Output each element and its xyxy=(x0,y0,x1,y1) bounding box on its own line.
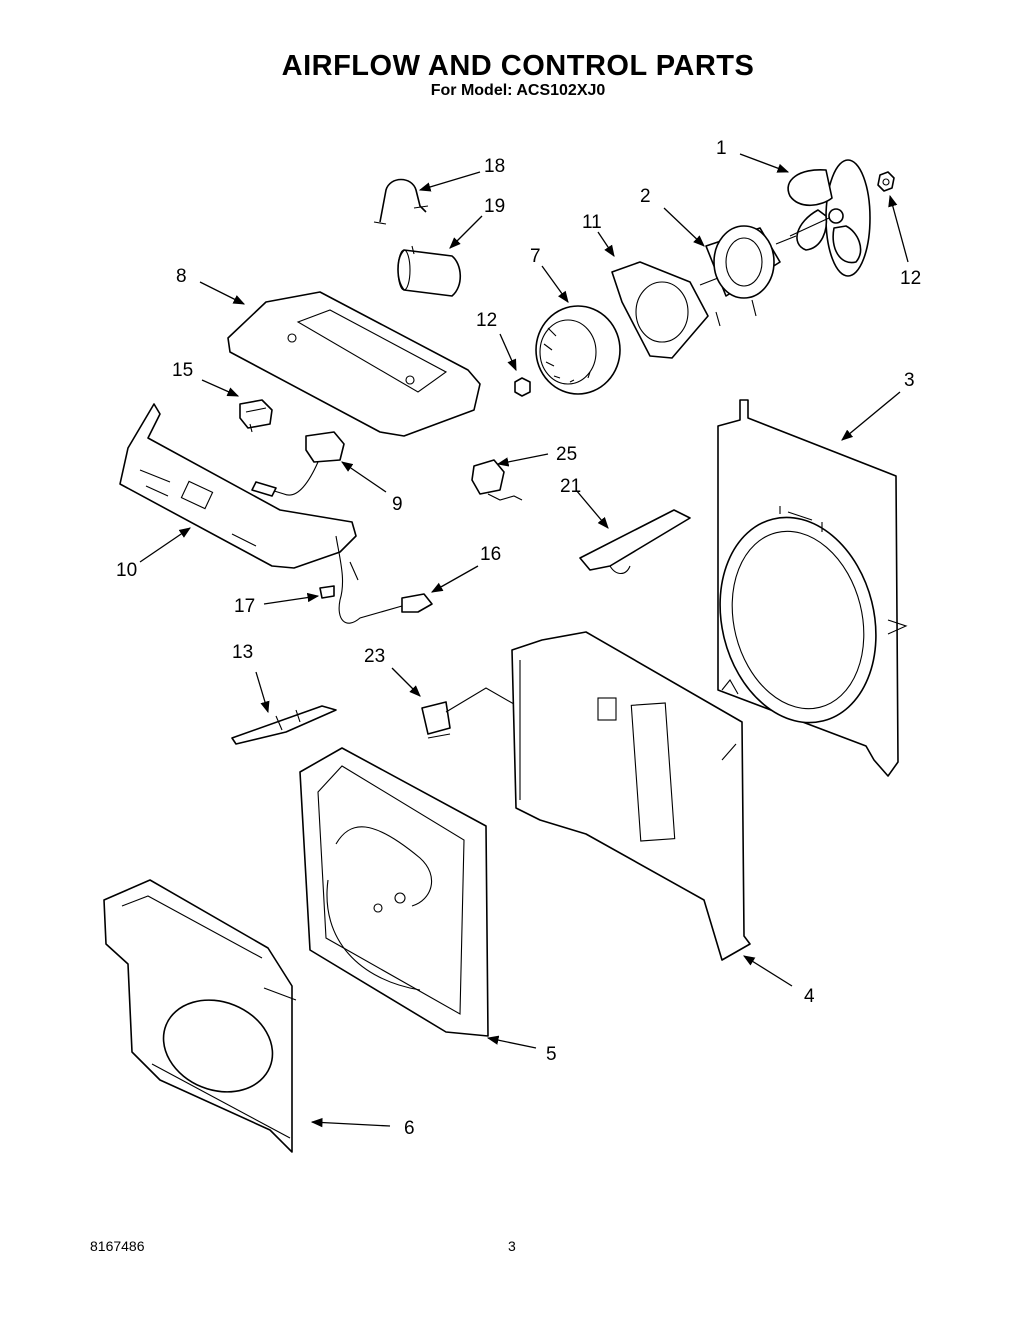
callout-15: 15 xyxy=(172,360,193,381)
callout-21: 21 xyxy=(560,476,581,497)
part-12-nut-center xyxy=(514,377,531,397)
part-5-front-frame xyxy=(299,747,489,1037)
callout-3: 3 xyxy=(904,370,915,391)
callout-23: 23 xyxy=(364,646,385,667)
callout-16: 16 xyxy=(480,544,501,565)
part-11-orifice-plate xyxy=(611,261,709,359)
page-title: AIRFLOW AND CONTROL PARTS xyxy=(281,50,755,82)
part-13-bracket xyxy=(231,705,337,745)
callout-13: 13 xyxy=(232,642,253,663)
callout-7: 7 xyxy=(530,246,541,267)
part-1-fan-blade xyxy=(787,159,871,277)
callout-1: 1 xyxy=(716,138,727,159)
part-25-relay xyxy=(471,459,523,501)
page-number: 3 xyxy=(508,1238,516,1254)
part-10-control-panel xyxy=(119,403,357,569)
part-12-nut-top xyxy=(877,171,895,192)
part-21-bracket xyxy=(579,509,691,575)
part-18-capacitor-strap xyxy=(373,178,429,225)
callout-12-right: 12 xyxy=(900,268,921,289)
part-19-capacitor xyxy=(397,245,462,297)
callout-10: 10 xyxy=(116,560,137,581)
callout-25: 25 xyxy=(556,444,577,465)
callout-2: 2 xyxy=(640,186,651,207)
callout-6: 6 xyxy=(404,1118,415,1139)
callout-4: 4 xyxy=(804,986,815,1007)
callout-11: 11 xyxy=(582,212,602,233)
part-3-fan-shroud xyxy=(717,399,908,777)
part-8-top-plate xyxy=(227,291,481,437)
callout-labels: 1 2 12 3 4 5 6 7 8 9 10 11 12 13 15 16 1… xyxy=(116,138,921,1139)
part-6-discharge-grille xyxy=(103,879,297,1153)
part-7-blower-wheel xyxy=(535,305,621,395)
part-2-motor xyxy=(699,225,797,327)
callout-18: 18 xyxy=(484,156,505,177)
part-4-partition xyxy=(511,631,751,961)
callout-5: 5 xyxy=(546,1044,557,1065)
callout-9: 9 xyxy=(392,494,403,515)
document-number: 8167486 xyxy=(90,1238,145,1254)
leader-lines xyxy=(139,153,909,1128)
callout-12-center: 12 xyxy=(476,310,497,331)
callout-17: 17 xyxy=(234,596,255,617)
part-16-17-power-cord xyxy=(319,535,433,624)
part-15-switch xyxy=(239,399,273,433)
callout-19: 19 xyxy=(484,196,505,217)
part-9-thermostat xyxy=(251,431,345,497)
model-subtitle: For Model: ACS102XJ0 xyxy=(430,82,606,99)
callout-8: 8 xyxy=(176,266,187,287)
